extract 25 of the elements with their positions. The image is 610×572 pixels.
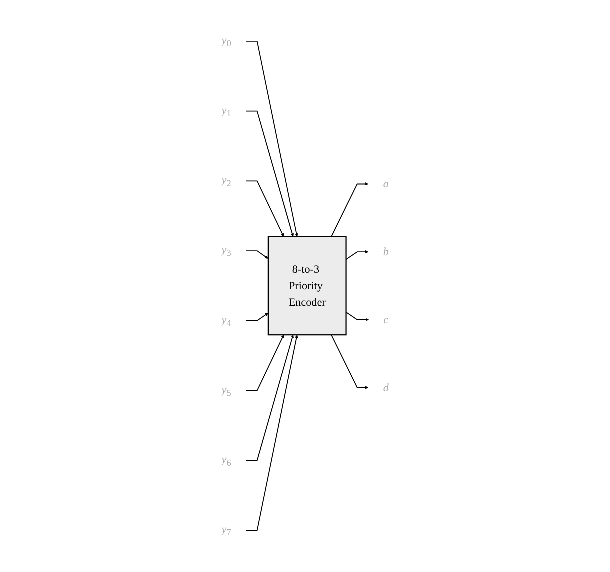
node-text: y$_{0}$ [221,34,232,49]
arrow [245,250,268,259]
arrow [345,250,368,260]
node-text: y$_{2}$ [221,174,232,189]
node-text: d [382,382,389,394]
arrow [330,182,368,238]
node-text: y$_{5}$ [221,384,232,398]
node-text: y$_{4}$ [221,314,232,328]
arrow [245,40,298,238]
arrow [330,334,368,390]
node-text: c [383,314,388,326]
arrow [245,110,294,238]
arrow [245,334,294,462]
arrow [345,312,369,322]
node-text: y$_{6}$ [221,454,232,468]
node-text: b [382,246,389,258]
node-text: y$_{1}$ [221,104,232,119]
node-box: 8-to-3 Priority Encoder [268,236,346,336]
arrow [245,180,284,238]
arrow [245,313,268,322]
node-text: y$_{3}$ [221,244,232,258]
node-text: y$_{7}$ [221,523,232,538]
node-text: a [382,178,389,190]
arrow [245,334,298,532]
arrow [245,334,284,392]
